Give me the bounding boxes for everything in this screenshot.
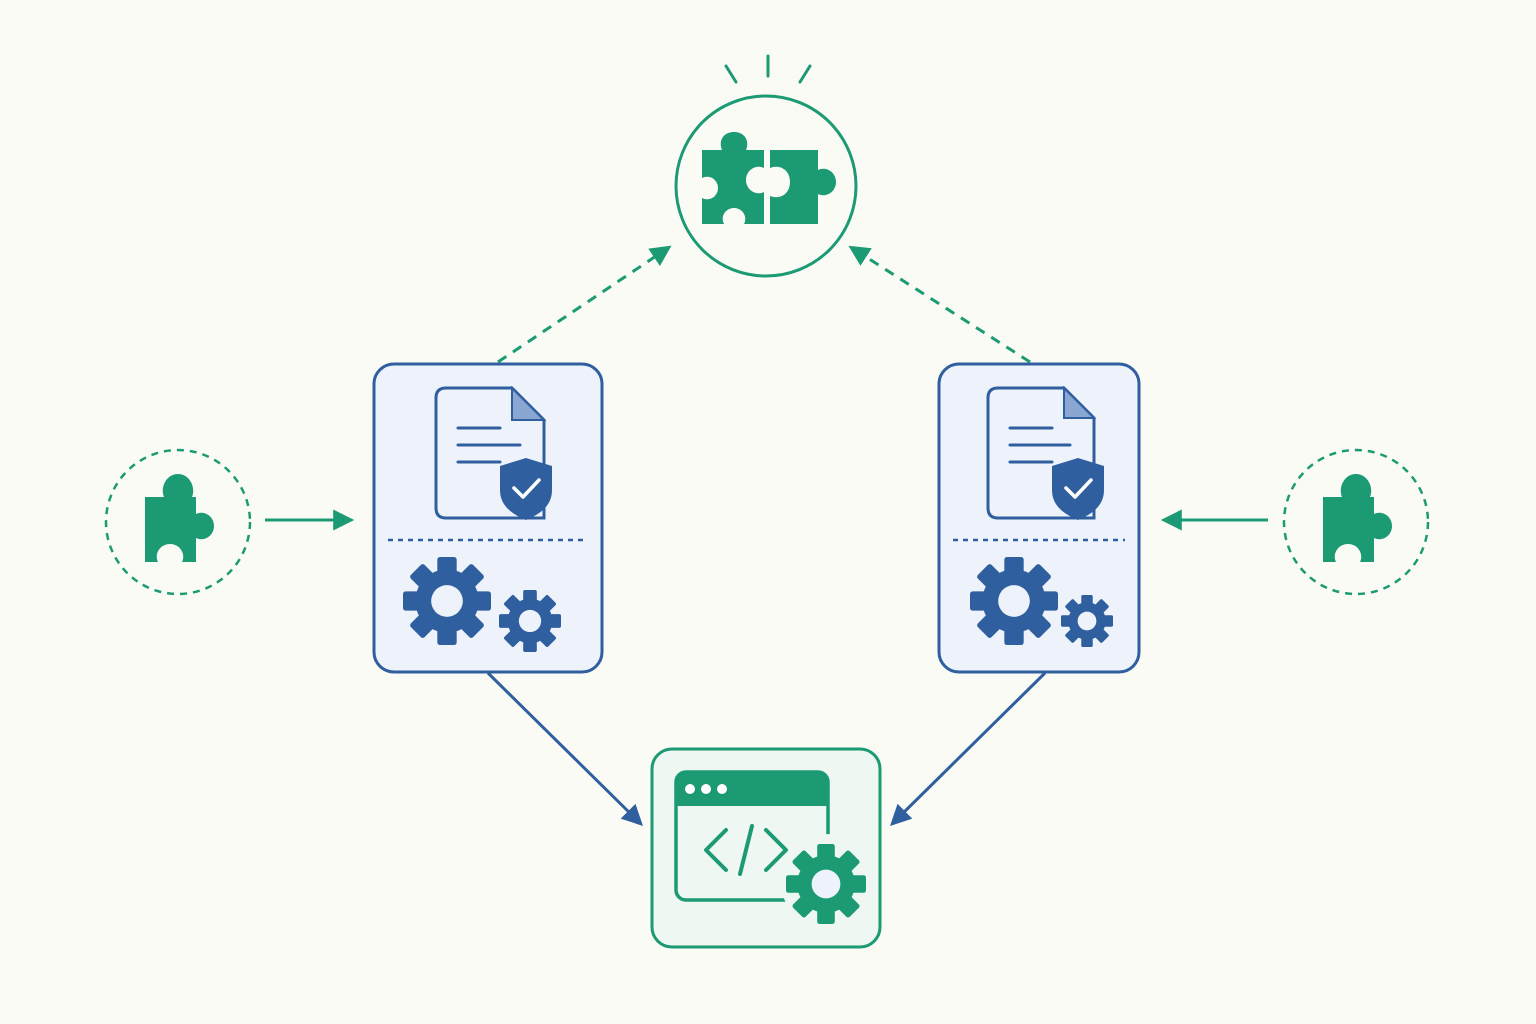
puzzle-piece-icon — [145, 474, 214, 562]
arrow-left-module-to-hub — [497, 245, 672, 364]
arrow-left-module-to-output — [486, 671, 643, 826]
right-input-node — [1282, 448, 1430, 596]
right-input-circle — [1282, 448, 1430, 596]
puzzle-pieces-joined-icon — [702, 132, 836, 224]
document-shield-check-icon — [986, 385, 1104, 520]
puzzle-piece-icon — [1323, 474, 1392, 562]
output-card — [650, 747, 882, 949]
document-shield-check-icon — [434, 385, 552, 520]
hub-burst-lines — [724, 54, 812, 84]
hub-node — [674, 54, 858, 278]
hub-circle — [674, 94, 858, 278]
arrow-right-module-to-output — [890, 671, 1047, 826]
left-module-card — [372, 362, 604, 674]
left-input-node — [104, 448, 252, 596]
connectors — [265, 245, 1268, 826]
left-input-circle — [104, 448, 252, 596]
right-module-card — [937, 362, 1141, 674]
browser-code-gear-icon — [674, 770, 872, 926]
arrow-right-module-to-hub — [848, 245, 1031, 364]
